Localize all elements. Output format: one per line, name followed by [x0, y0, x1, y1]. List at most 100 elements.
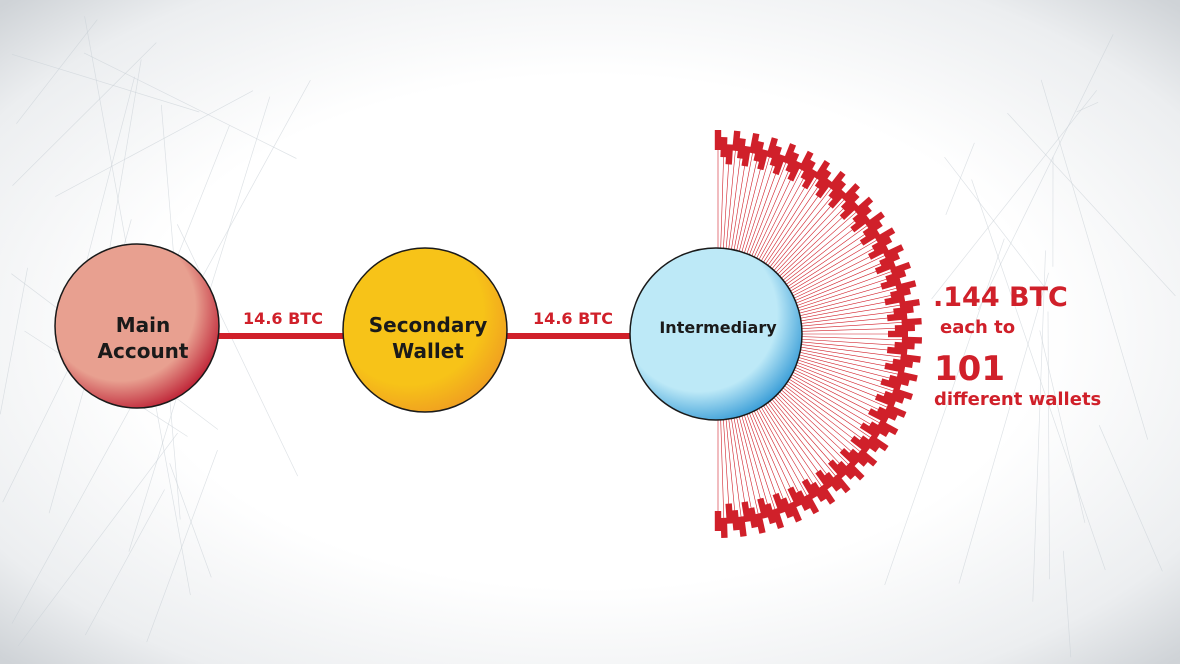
wallet-label-box [885, 270, 907, 283]
background-line [971, 179, 1106, 571]
background-line [12, 42, 157, 186]
wallet-label-box [886, 346, 908, 356]
background-line [176, 224, 299, 477]
background-line [1076, 101, 1099, 113]
wallet-label-box [893, 306, 914, 316]
background-line [1007, 112, 1176, 297]
wallet-label-box [823, 471, 842, 492]
wallet-label-box [754, 512, 766, 534]
node-main-label-line1: Main [116, 313, 171, 337]
wallet-label-box [803, 493, 820, 515]
wallet-label-box [876, 406, 898, 421]
wallet-label-box [853, 196, 874, 215]
wallet-label-box [884, 362, 906, 373]
background-line [0, 267, 28, 415]
wallet-label-box [782, 143, 797, 165]
wallet-label-box [764, 503, 777, 525]
background-line [977, 34, 1114, 311]
wallet-label-box [883, 244, 904, 259]
node-main-circle [54, 243, 220, 409]
wallet-label-box [815, 178, 833, 199]
wallet-label-box [868, 408, 889, 424]
background-line [1047, 311, 1050, 580]
wallet-label-box [850, 215, 871, 233]
wallet-label-box [894, 341, 915, 350]
wallet-label-box [798, 150, 814, 172]
wallet-label-box [877, 419, 899, 436]
node-intermediary-label: Intermediary [659, 318, 777, 337]
background-line [945, 142, 975, 216]
wallet-label-box [880, 277, 902, 290]
annotation-amount: .144 BTC [933, 282, 1068, 313]
annotation-count: 101 [934, 349, 1005, 389]
wallet-label-box [741, 145, 751, 167]
wallet-label-box [836, 460, 856, 480]
wallet-label-box [772, 154, 786, 176]
wallet-label-box [757, 497, 769, 519]
background-line [1039, 330, 1086, 523]
wallet-label-box [827, 459, 847, 479]
wallet-label-box [828, 180, 847, 200]
wallet-label-box [868, 434, 889, 452]
wallet-label-box [895, 280, 917, 292]
background-line [931, 90, 1097, 300]
wallet-label-box [845, 461, 865, 481]
wallet-label-box [848, 448, 868, 467]
wallet-label-box [896, 370, 918, 382]
wallet-label-box [884, 295, 906, 306]
background-line [1062, 550, 1072, 658]
wallet-label-box [753, 141, 765, 162]
background-line [944, 156, 1049, 292]
node-main-account: Main Account [54, 243, 220, 409]
node-secondary-circle [342, 247, 508, 413]
edge-label-secondary-intermediary: 14.6 BTC [533, 309, 613, 328]
wallet-label-box [874, 393, 896, 407]
background-line [55, 90, 254, 197]
wallet-label-box [813, 160, 831, 181]
wallet-label-box [787, 160, 802, 182]
wallet-label-box [827, 189, 847, 209]
wallet-label-box [871, 236, 893, 252]
wallet-label-box [874, 261, 896, 275]
wallet-label-box [801, 478, 818, 500]
wallet-label-box [868, 421, 890, 438]
wallet-label-box [862, 220, 883, 238]
background-line [77, 76, 135, 295]
wallet-label-box [785, 151, 800, 173]
background-line [17, 432, 178, 647]
wallet-label-box [886, 312, 908, 322]
wallet-label-box [840, 192, 860, 212]
wallet-label-box [828, 170, 846, 191]
wallet-label-box [859, 422, 881, 439]
wallet-label-box [880, 378, 902, 391]
wallet-label-box [892, 387, 913, 401]
wallet-label-box [725, 144, 734, 165]
wallet-label-box [749, 132, 760, 154]
wallet-label-box [879, 252, 901, 267]
background-network-lines [0, 16, 1176, 658]
wallet-label-box [788, 501, 802, 523]
wallet-label-box [839, 201, 859, 220]
wallet-label-box [868, 244, 889, 260]
background-line [84, 489, 165, 636]
background-line [146, 449, 218, 643]
wallet-label-box [814, 169, 832, 190]
wallet-label-box [714, 130, 722, 150]
wallet-label-box [885, 404, 907, 418]
wallet-label-box [757, 149, 769, 171]
wallet-label-box [747, 507, 759, 529]
wallet-label-box [899, 298, 920, 309]
background-line [83, 52, 297, 159]
node-main-label-line2: Account [98, 339, 189, 363]
wallet-label-box [839, 448, 859, 467]
background-line [1098, 425, 1163, 572]
wallet-label-box [859, 435, 880, 453]
background-line [16, 19, 98, 124]
wallet-label-box [815, 469, 833, 490]
wallet-label-box [720, 137, 728, 158]
background-line [11, 53, 200, 113]
node-secondary-label-line1: Secondary [369, 313, 488, 337]
annotation-different-wallets: different wallets [934, 389, 1101, 410]
wallet-label-box [801, 168, 818, 190]
